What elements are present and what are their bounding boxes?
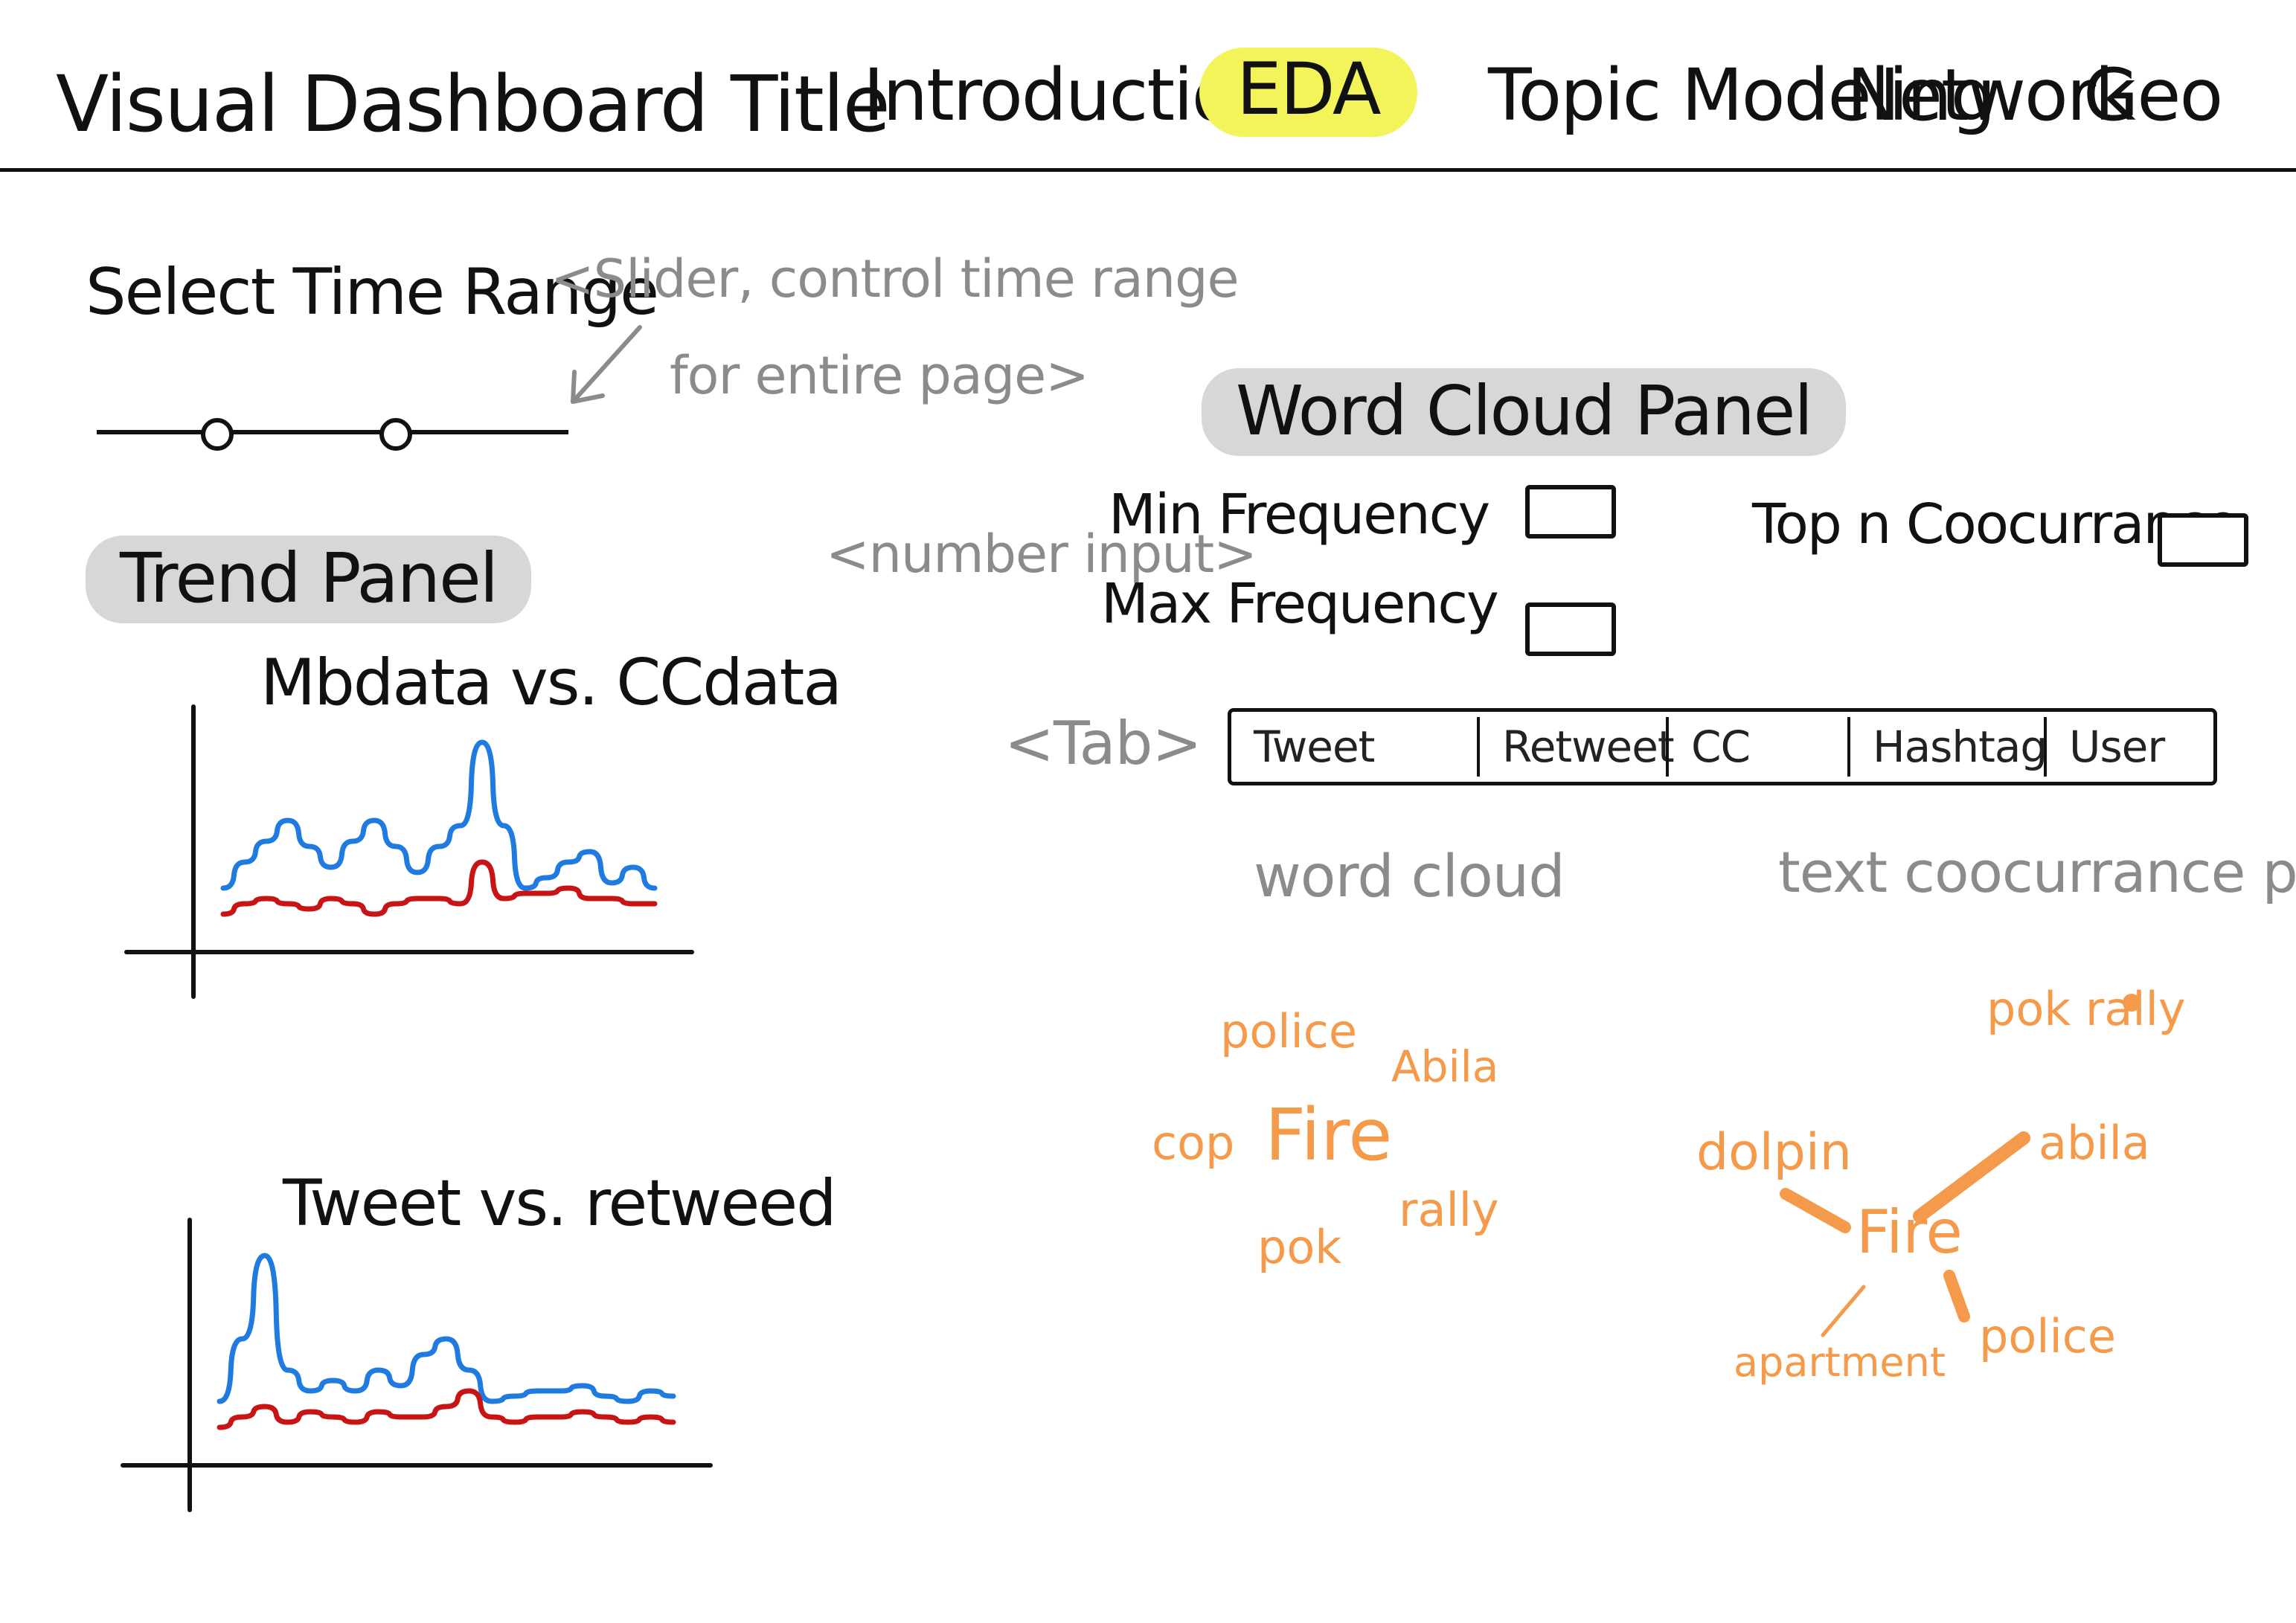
time-range-slider-track[interactable] bbox=[97, 430, 568, 434]
dashboard-title: Visual Dashboard Title bbox=[56, 59, 891, 150]
nav-divider bbox=[0, 168, 2296, 172]
min-frequency-label: Min Frequency bbox=[1109, 483, 1490, 547]
trend-chart-tweet-vs-retweet bbox=[121, 1218, 713, 1512]
cloud-word: rally bbox=[1399, 1183, 1499, 1237]
tab-network[interactable]: Network bbox=[1847, 54, 2136, 137]
tab-retweet[interactable]: Retweet bbox=[1477, 717, 1675, 777]
series-line-0 bbox=[217, 1253, 676, 1404]
slider-note-line1: <Slider, control time range bbox=[551, 248, 1240, 309]
time-range-slider-start-handle[interactable] bbox=[201, 418, 234, 451]
series-line-0 bbox=[220, 739, 658, 891]
word-cloud-panel-title: Word Cloud Panel bbox=[1202, 368, 1846, 456]
cloud-word: Fire bbox=[1265, 1093, 1393, 1177]
slider-note-line2: for entire page> bbox=[670, 345, 1089, 406]
cloud-word: pok bbox=[1257, 1220, 1342, 1274]
word-cloud-tab-bar: Tweet Retweet CC Hashtag User bbox=[1228, 708, 2217, 785]
cloud-word: Abila bbox=[1391, 1041, 1499, 1092]
tab-eda[interactable]: EDA bbox=[1199, 48, 1417, 137]
tab-tweet[interactable]: Tweet bbox=[1254, 721, 1375, 772]
series-line-1 bbox=[220, 859, 658, 917]
network-edge bbox=[1780, 1188, 1851, 1233]
word-cloud-caption: word cloud bbox=[1254, 843, 1565, 910]
network-node: apartment bbox=[1734, 1339, 1946, 1386]
time-range-slider-end-handle[interactable] bbox=[379, 418, 412, 451]
top-n-cooccurrence-input[interactable] bbox=[2158, 513, 2248, 567]
tab-hashtag[interactable]: Hashtag bbox=[1847, 717, 2048, 777]
network-edge bbox=[1913, 1131, 2030, 1223]
network-center-node: Fire bbox=[1856, 1198, 1963, 1267]
min-frequency-input[interactable] bbox=[1525, 485, 1616, 539]
max-frequency-label: Max Frequency bbox=[1101, 572, 1499, 636]
cooccurrence-network-edges bbox=[1780, 994, 2141, 1337]
tab-topic-modeling[interactable]: Topic Modeling bbox=[1488, 54, 1996, 137]
chart1-title: Mbdata vs. CCdata bbox=[260, 646, 842, 720]
network-edge bbox=[1943, 1270, 1970, 1322]
network-node: dolpin bbox=[1696, 1123, 1852, 1182]
cloud-word: police bbox=[1220, 1004, 1357, 1058]
cooccurrence-caption: text coocurrance plot bbox=[1778, 839, 2296, 905]
tab-cc[interactable]: CC bbox=[1666, 717, 1847, 777]
cloud-word: cop bbox=[1152, 1116, 1235, 1170]
trend-panel-title: Trend Panel bbox=[86, 536, 532, 623]
trend-chart-mbdata-vs-ccdata bbox=[124, 704, 694, 999]
max-frequency-input[interactable] bbox=[1525, 602, 1616, 656]
network-node: pok rally bbox=[1986, 982, 2186, 1036]
time-range-label: Select Time Range bbox=[86, 255, 659, 330]
tab-geo[interactable]: Geo bbox=[2083, 54, 2223, 137]
tab-note: <Tab> bbox=[1004, 709, 1202, 778]
network-edge bbox=[1821, 1285, 1866, 1337]
tab-user[interactable]: User bbox=[2044, 717, 2181, 777]
slider-note-arrow bbox=[571, 325, 642, 404]
network-node: police bbox=[1979, 1309, 2116, 1363]
series-line-1 bbox=[217, 1388, 676, 1430]
chart2-title: Tweet vs. retweed bbox=[283, 1166, 837, 1241]
network-node: abila bbox=[2039, 1116, 2150, 1170]
network-node-dot bbox=[2123, 994, 2141, 1012]
number-input-note: <number input> bbox=[826, 524, 1257, 585]
